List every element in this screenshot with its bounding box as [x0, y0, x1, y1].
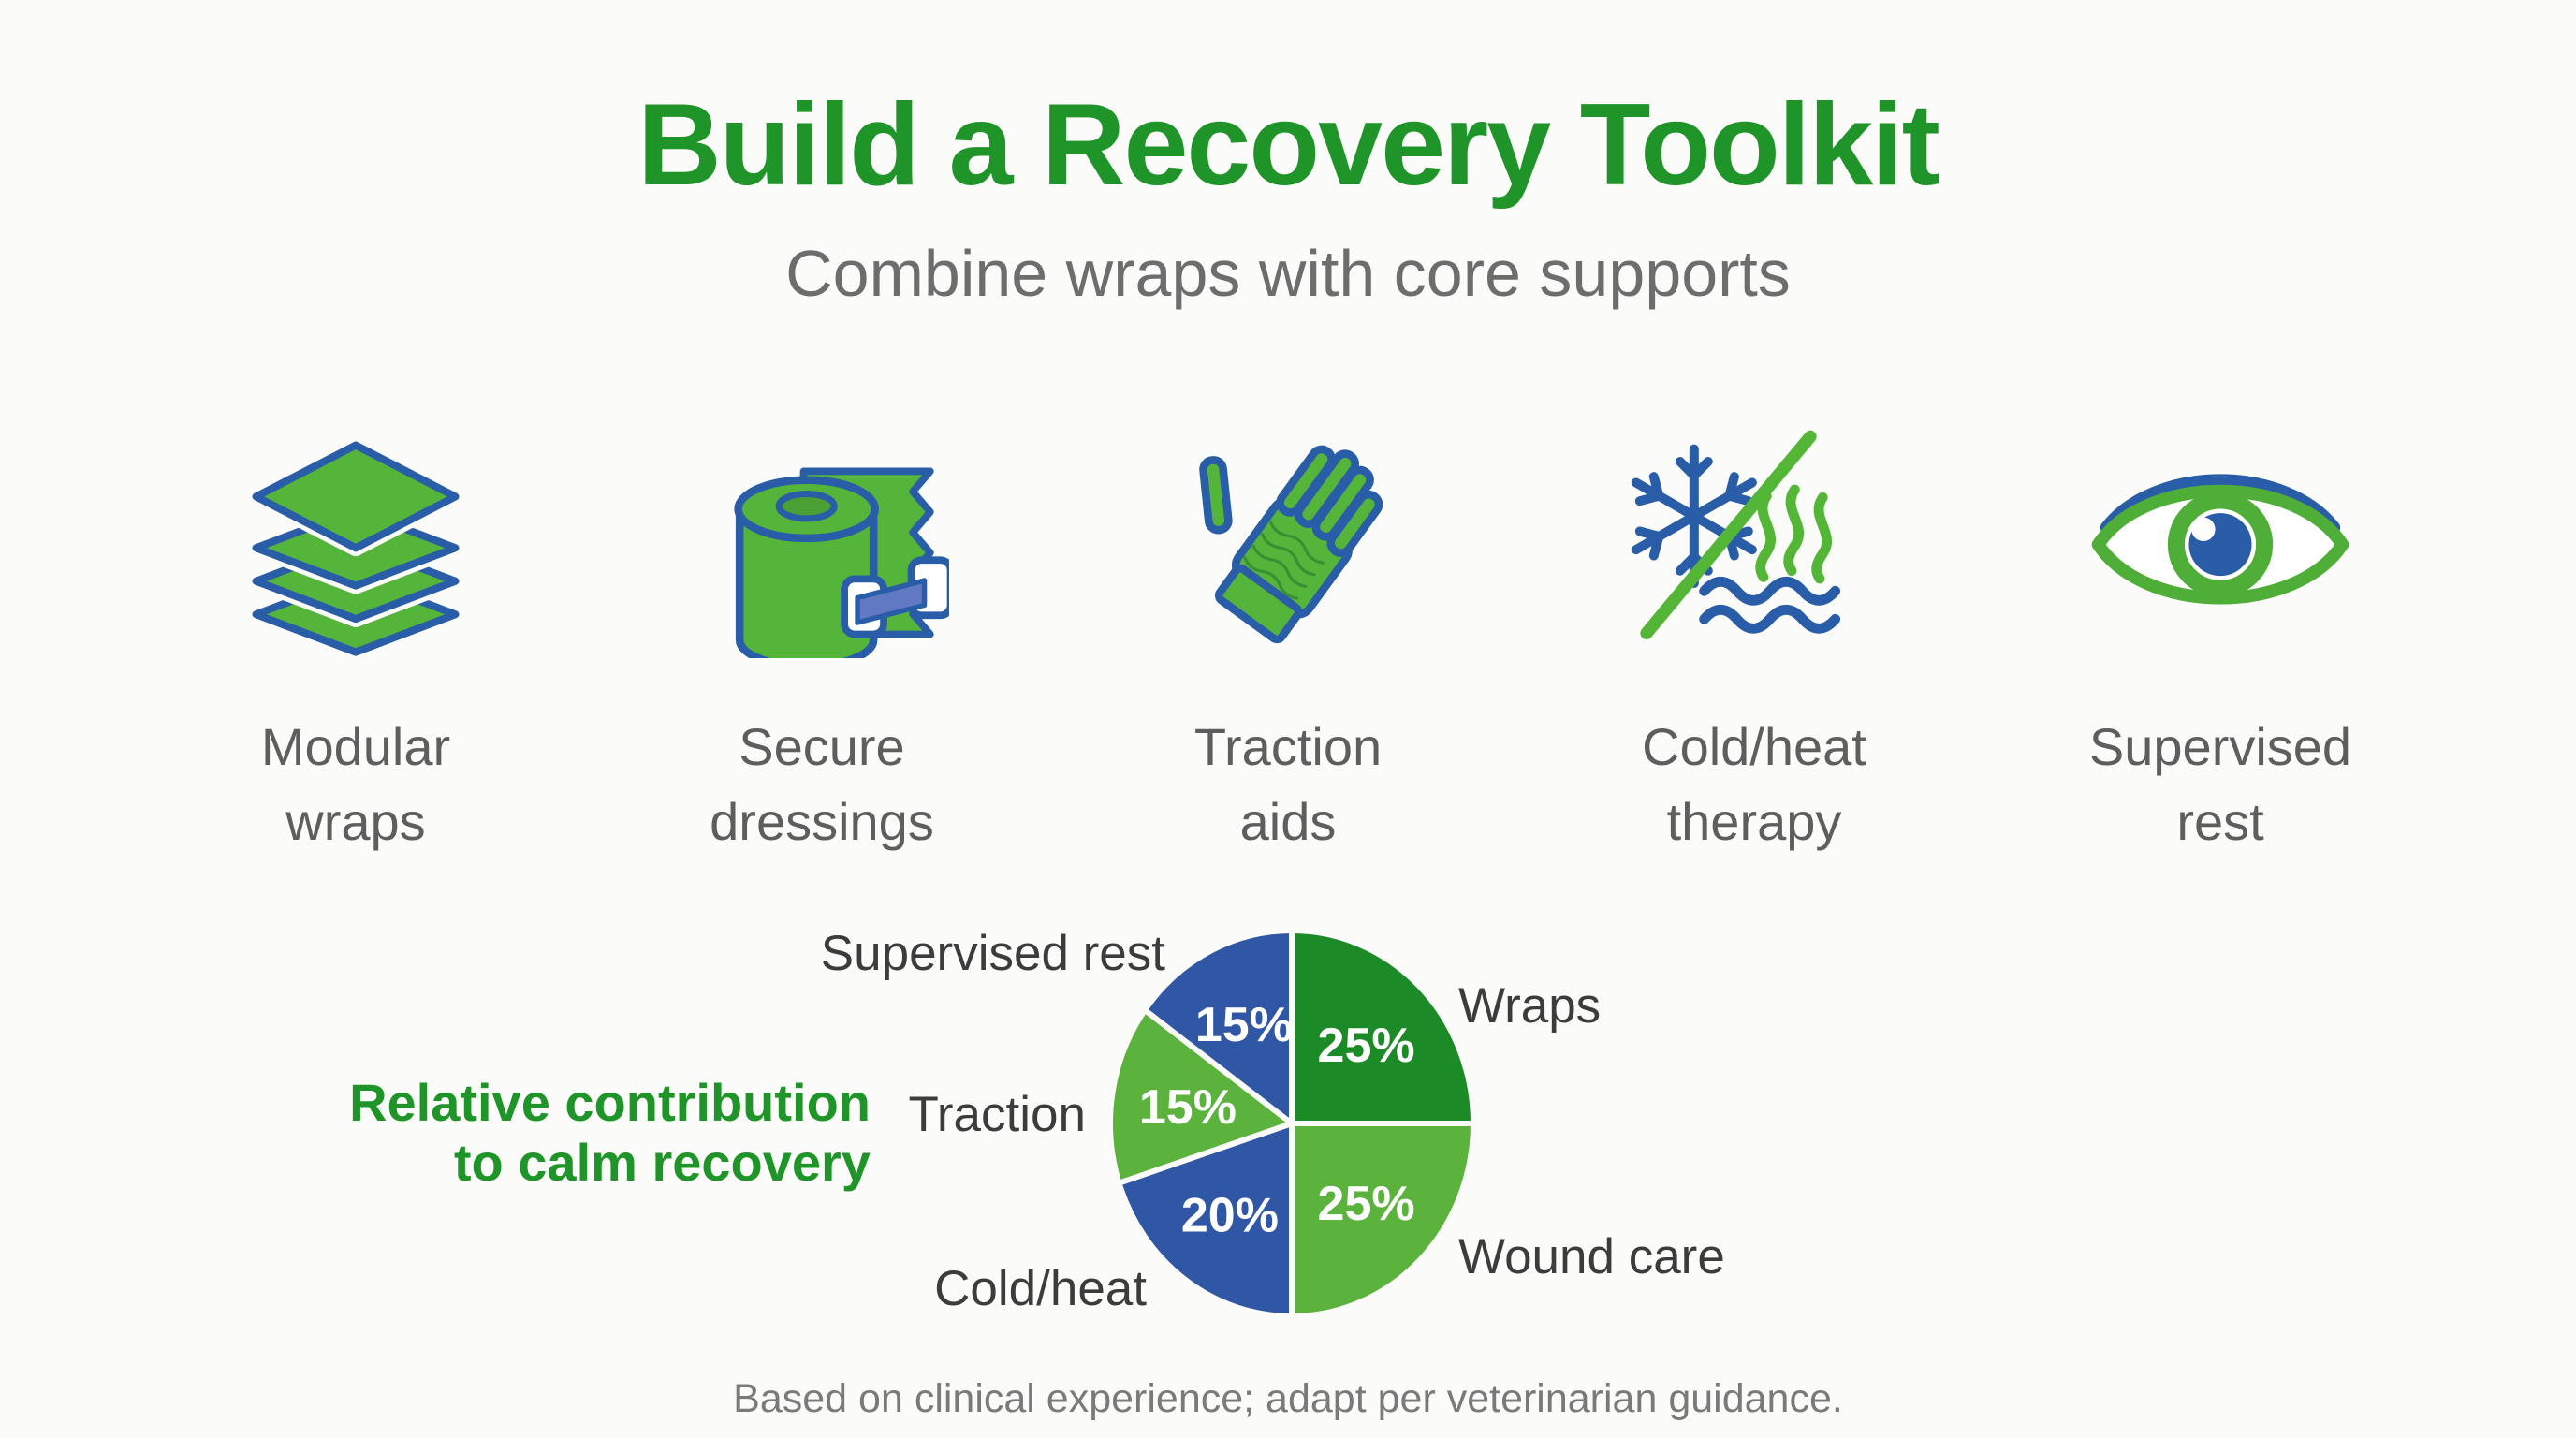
chart-area: Relative contribution to calm recovery 2…	[0, 899, 2576, 1386]
pie-slice-wound-care	[1289, 1121, 1476, 1319]
toolkit-label-modular-wraps: Modular wraps	[260, 717, 451, 851]
glove-icon	[1199, 445, 1383, 644]
page-title: Build a Recovery Toolkit	[637, 81, 1940, 210]
cold-heat-icon	[1631, 430, 1841, 639]
pie-chart: 25% 25% 20% 15% 15%	[1107, 928, 1476, 1319]
pie-slice-cold-heat	[1116, 1121, 1295, 1319]
slash-divider	[1640, 430, 1817, 639]
chart-caption: Relative contribution to calm recovery	[349, 1073, 871, 1193]
layers-icon	[247, 436, 464, 658]
pie-slice-wraps	[1289, 928, 1476, 1126]
bandage-roll-icon	[734, 467, 949, 658]
toolkit-label-traction-aids: Traction aids	[1193, 717, 1383, 851]
toolkit-item-modular-wraps: Modular wraps	[154, 423, 558, 858]
icon-box-traction-aids	[1162, 423, 1414, 659]
page-subtitle: Combine wraps with core supports	[785, 237, 1791, 310]
icon-box-cold-heat	[1600, 423, 1909, 659]
snowflake-icon	[1631, 444, 1757, 589]
toolkit-item-secure-dressings: Secure dressings	[620, 423, 1024, 858]
pie-slice-percent: 25%	[1318, 1177, 1415, 1231]
pie-slice-traction	[1107, 1006, 1295, 1186]
pie-label-wound-care: Wound care	[1458, 1229, 1725, 1284]
eye-icon	[2091, 474, 2349, 605]
pie-slice-percent: 15%	[1195, 998, 1293, 1052]
pie-slice-percent: 15%	[1139, 1080, 1237, 1135]
header: Build a Recovery Toolkit Combine wraps w…	[0, 79, 2576, 311]
toolkit-row: Modular wraps Secure dressings	[0, 423, 2576, 858]
pie-slice-supervised-rest	[1142, 928, 1295, 1126]
icon-box-secure-dressings	[695, 423, 949, 659]
pie-slice-percent: 20%	[1181, 1188, 1279, 1242]
footnote: Based on clinical experience; adapt per …	[733, 1376, 1843, 1421]
pie-label-traction: Traction	[908, 1087, 1087, 1142]
pie-label-wraps: Wraps	[1458, 978, 1602, 1034]
toolkit-label-supervised-rest: Supervised rest	[2088, 717, 2352, 851]
toolkit-item-supervised-rest: Supervised rest	[2018, 423, 2422, 858]
toolkit-label-cold-heat: Cold/heat therapy	[1642, 717, 1866, 851]
icon-box-supervised-rest	[2085, 423, 2356, 659]
water-waves-icon	[1699, 576, 1841, 634]
pie-slice-percent: 25%	[1318, 1019, 1415, 1073]
pie-label-cold-heat: Cold/heat	[934, 1261, 1147, 1316]
pie-label-supervised-rest: Supervised rest	[820, 926, 1165, 981]
toolkit-label-secure-dressings: Secure dressings	[710, 717, 934, 851]
icon-box-modular-wraps	[226, 423, 486, 659]
toolkit-item-cold-heat: Cold/heat therapy	[1552, 423, 1956, 858]
toolkit-item-traction-aids: Traction aids	[1086, 423, 1490, 858]
steam-icon	[1755, 484, 1833, 584]
